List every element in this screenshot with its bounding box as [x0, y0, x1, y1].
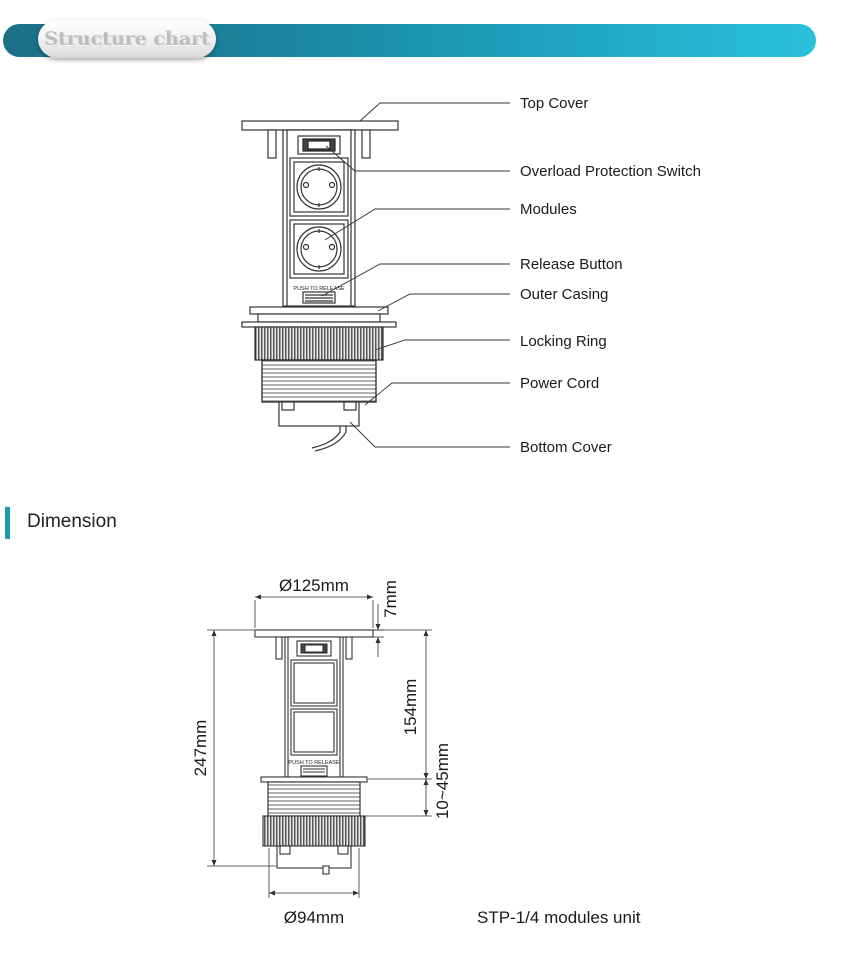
- structure-labels: Top Cover Overload Protection Switch Mod…: [520, 95, 701, 456]
- dimension-arrowheads: [211, 594, 429, 896]
- socket-module-1: [289, 157, 349, 217]
- label-power-cord: Power Cord: [520, 375, 599, 392]
- section-title-dimension: Dimension: [27, 511, 117, 532]
- label-top-cover: Top Cover: [520, 95, 588, 112]
- dim-cover-thickness: 7mm: [381, 580, 400, 618]
- dim-tower-height: 154mm: [401, 679, 420, 736]
- locking-ring-part: [254, 326, 384, 361]
- header-title-pill: Structure chart: [38, 20, 216, 58]
- dimension-diagram: [254, 629, 374, 875]
- outer-casing-part: [249, 306, 389, 315]
- dim-bottom-diameter: Ø94mm: [284, 908, 344, 927]
- structure-leader-lines: [321, 102, 510, 448]
- dim-top-diameter: Ø125mm: [279, 576, 349, 595]
- socket-module-2: [289, 219, 349, 279]
- model-caption: STP-1/4 modules unit: [477, 908, 641, 927]
- label-locking-ring: Locking Ring: [520, 333, 607, 350]
- dimension-panel-text: PUSH TO RELEASE: [288, 760, 339, 766]
- thread-part: [261, 359, 377, 403]
- label-release-button: Release Button: [520, 256, 623, 273]
- label-modules: Modules: [520, 201, 577, 218]
- top-cover-part: [241, 120, 399, 131]
- label-bottom-cover: Bottom Cover: [520, 439, 612, 456]
- power-cord-part: [314, 426, 347, 452]
- label-outer-casing: Outer Casing: [520, 286, 608, 303]
- dim-total-height: 247mm: [191, 720, 210, 777]
- structure-panel-text: PUSH TO RELEASE: [293, 286, 344, 292]
- dim-mount-range: 10~45mm: [433, 743, 452, 819]
- label-overload-switch: Overload Protection Switch: [520, 163, 701, 180]
- header-title: Structure chart: [44, 28, 210, 50]
- section-accent-bar: [5, 507, 10, 539]
